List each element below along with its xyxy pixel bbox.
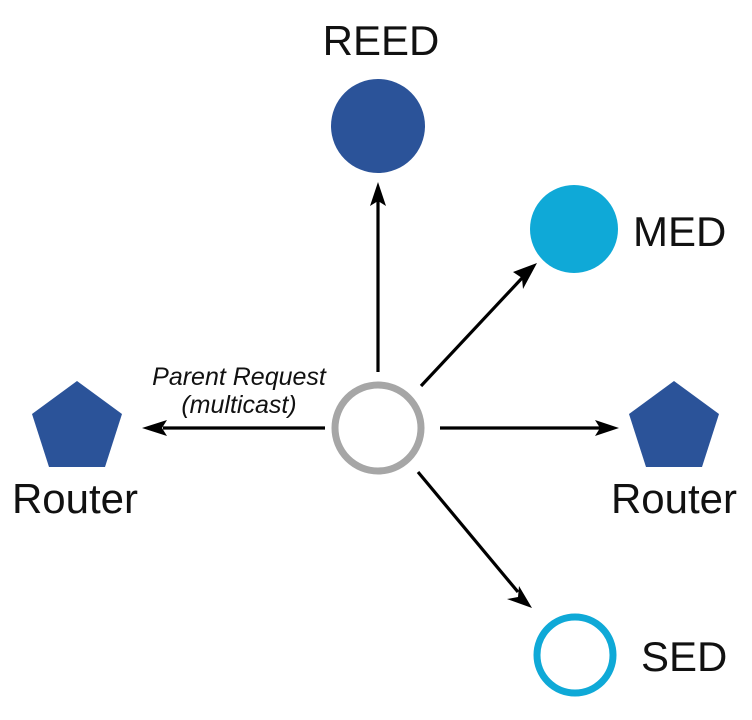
edge-to-router-right-arrowhead: [595, 420, 619, 436]
node-router-left[interactable]: Router: [12, 381, 138, 522]
joining-device-circle-icon[interactable]: [331, 381, 425, 475]
node-label-router-right: Router: [611, 475, 737, 522]
router-right-pentagon-icon[interactable]: [629, 381, 719, 467]
router-left-pentagon-icon[interactable]: [32, 381, 122, 467]
edge-to-router-right: [440, 420, 619, 436]
edge-to-router-left-arrowhead: [142, 420, 167, 436]
edge-to-med: [419, 263, 537, 388]
node-med[interactable]: MED: [530, 185, 726, 273]
med-circle-icon[interactable]: [530, 185, 618, 273]
node-router-right[interactable]: Router: [611, 381, 737, 522]
node-label-reed: REED: [323, 17, 440, 64]
reed-circle-icon[interactable]: [331, 79, 425, 173]
edge-to-reed: [370, 182, 386, 372]
edge-to-sed-line: [416, 470, 520, 594]
node-reed[interactable]: REED: [323, 17, 440, 173]
node-joining-device[interactable]: [331, 381, 425, 475]
node-label-sed: SED: [641, 633, 727, 680]
node-label-med: MED: [633, 208, 726, 255]
sed-circle-icon[interactable]: [533, 613, 617, 697]
edge-label-line2: (multicast): [181, 391, 296, 419]
edge-label-line1: Parent Request: [152, 363, 327, 391]
edge-to-reed-arrowhead: [370, 182, 386, 206]
edge-to-sed-arrowhead: [507, 586, 532, 608]
edge-to-med-line: [419, 275, 525, 388]
node-label-router-left: Router: [12, 475, 138, 522]
edge-to-router-left: [142, 420, 325, 436]
edge-to-med-arrowhead: [513, 263, 537, 289]
edge-to-sed: [416, 470, 532, 608]
node-sed[interactable]: SED: [533, 613, 727, 697]
